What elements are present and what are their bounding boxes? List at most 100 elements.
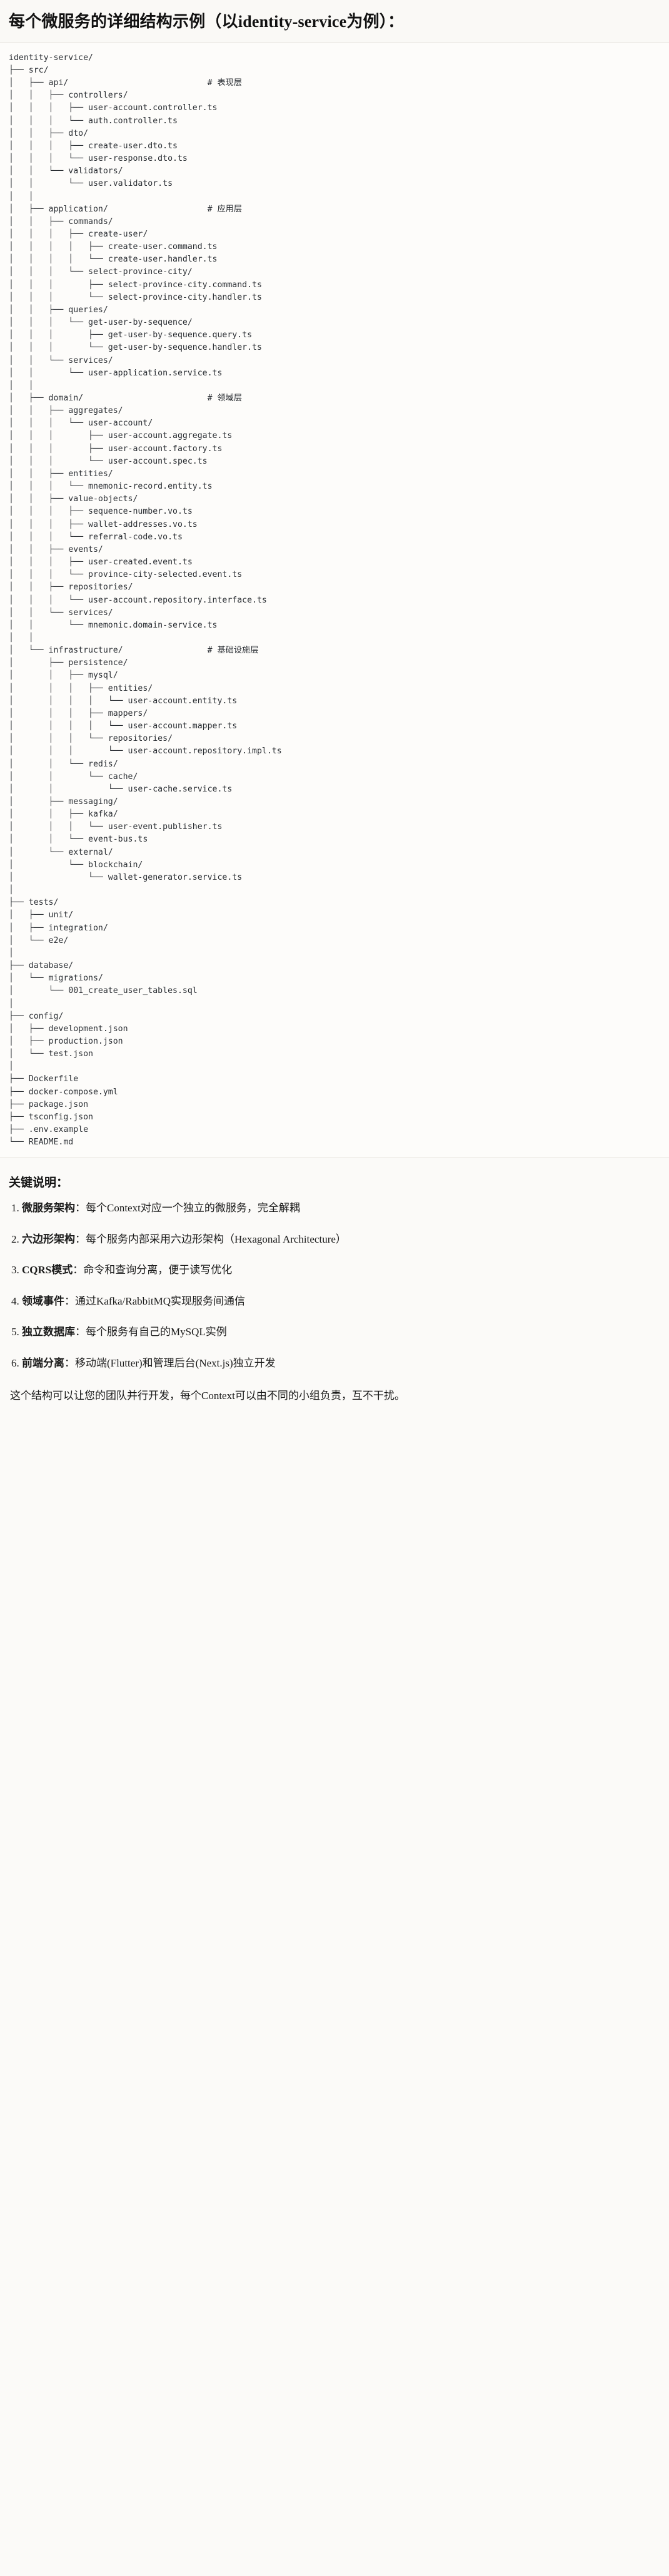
- tree-line: │ │ │ │ └── user-account.mapper.ts: [9, 721, 238, 731]
- tree-line: ├── database/: [9, 961, 74, 971]
- tree-line: │ └── external/: [9, 847, 113, 857]
- tree-line: │ │ │ │ └── create-user.handler.ts: [9, 255, 218, 265]
- tree-line: │ ├── application/ # 应用层: [9, 204, 243, 214]
- tree-line: │ │ │ └── user-account.repository.interf…: [9, 595, 267, 605]
- tree-line: │ ├── unit/: [9, 910, 74, 920]
- tree-line: │ │ ├── dto/: [9, 128, 89, 138]
- directory-tree: identity-service/ ├── src/ │ ├── api/ # …: [9, 52, 663, 1149]
- tree-line: │: [9, 885, 14, 895]
- tree-line: │ │ │ ├── get-user-by-sequence.query.ts: [9, 330, 253, 340]
- key-note-term: 前端分离: [22, 1357, 64, 1369]
- key-note-separator: ：: [75, 1233, 86, 1245]
- tree-line: │ │ │ ├── select-province-city.command.t…: [9, 280, 262, 290]
- tree-line: │ │ └── validators/: [9, 166, 123, 176]
- key-note-separator: ：: [75, 1326, 86, 1338]
- tree-line: │ │ └── services/: [9, 608, 113, 618]
- tree-line: │ │ ├── value-objects/: [9, 494, 138, 504]
- key-notes-heading: 关键说明：: [9, 1176, 69, 1190]
- tree-line: │ │ └── cache/: [9, 771, 138, 781]
- tree-line: │ └── infrastructure/ # 基础设施层: [9, 646, 259, 656]
- key-note-item: 独立数据库：每个服务有自己的MySQL实例: [11, 1324, 660, 1340]
- key-notes-list: 微服务架构：每个Context对应一个独立的微服务，完全解耦六边形架构：每个服务…: [9, 1200, 660, 1371]
- directory-tree-block: identity-service/ ├── src/ │ ├── api/ # …: [0, 43, 669, 1158]
- key-note-description: 每个Context对应一个独立的微服务，完全解耦: [86, 1202, 300, 1214]
- tree-line: │ ├── messaging/: [9, 797, 118, 807]
- tree-line: │ └── test.json: [9, 1049, 93, 1059]
- tree-line: │ │ │ ├── create-user/: [9, 229, 148, 239]
- tree-line-comment: # 应用层: [207, 204, 243, 214]
- tree-line: │ │ └── user-application.service.ts: [9, 368, 223, 378]
- tree-line: │ │ │ ├── entities/: [9, 683, 153, 693]
- tree-line: │ ├── production.json: [9, 1036, 123, 1046]
- tree-line-comment: # 领域层: [207, 394, 243, 404]
- tree-line: │ │ │ ├── user-account.aggregate.ts: [9, 431, 233, 441]
- tree-line: │ │ │ └── auth.controller.ts: [9, 116, 178, 126]
- key-note-description: 命令和查询分离，便于读写优化: [83, 1264, 233, 1276]
- tree-line: │ │ ├── entities/: [9, 469, 113, 479]
- key-note-item: 领域事件：通过Kafka/RabbitMQ实现服务间通信: [11, 1293, 660, 1310]
- tree-line: ├── src/: [9, 65, 49, 75]
- key-note-description: 通过Kafka/RabbitMQ实现服务间通信: [75, 1295, 245, 1307]
- tree-line: │: [9, 948, 14, 958]
- tree-line: ├── config/: [9, 1011, 64, 1021]
- tree-line: │ └── e2e/: [9, 935, 69, 945]
- tree-line: ├── tsconfig.json: [9, 1112, 93, 1122]
- tree-line: │ │ │ └── user-account/: [9, 419, 153, 429]
- tree-line: │ │ │ └── select-province-city.handler.t…: [9, 292, 262, 302]
- tree-line: │ │ ├── commands/: [9, 216, 113, 227]
- tree-line: │ │ │ └── select-province-city/: [9, 267, 193, 277]
- tree-line: │ └── 001_create_user_tables.sql: [9, 986, 198, 996]
- tree-line: │ │ │ └── mnemonic-record.entity.ts: [9, 482, 213, 492]
- key-note-separator: ：: [64, 1357, 75, 1369]
- key-note-description: 每个服务有自己的MySQL实例: [86, 1326, 227, 1338]
- tree-line: │ └── wallet-generator.service.ts: [9, 872, 243, 882]
- tree-line: │ │ ├── kafka/: [9, 810, 118, 820]
- key-note-term: CQRS模式: [22, 1264, 73, 1276]
- key-note-term: 独立数据库: [22, 1326, 75, 1338]
- tree-line: │ │ ├── aggregates/: [9, 406, 123, 416]
- key-note-separator: ：: [73, 1264, 84, 1276]
- tree-line: │ │ │ └── user-event.publisher.ts: [9, 822, 223, 832]
- tree-line: │ │ └── user.validator.ts: [9, 179, 173, 189]
- tree-line: │ │ └── user-cache.service.ts: [9, 784, 233, 794]
- tree-line: │ ├── persistence/: [9, 658, 128, 668]
- tree-line: │ │ │ ├── user-account.factory.ts: [9, 444, 223, 454]
- key-note-item: 前端分离：移动端(Flutter)和管理后台(Next.js)独立开发: [11, 1355, 660, 1372]
- tree-line: │ │ │ ├── sequence-number.vo.ts: [9, 507, 193, 517]
- tree-line: │ ├── api/ # 表现层: [9, 78, 243, 88]
- tree-line: │ │ │ └── repositories/: [9, 734, 173, 744]
- tree-line: │ ├── integration/: [9, 923, 108, 933]
- tree-line: │ │ │ │ └── user-account.entity.ts: [9, 696, 238, 706]
- tree-line: │: [9, 1062, 14, 1072]
- tree-line: │ │ │ └── get-user-by-sequence/: [9, 318, 193, 328]
- page-title: 每个微服务的详细结构示例（以identity-service为例）：: [0, 0, 669, 43]
- tree-line: │ ├── domain/ # 领域层: [9, 394, 243, 404]
- key-note-separator: ：: [64, 1295, 75, 1307]
- tree-line: ├── Dockerfile: [9, 1074, 79, 1084]
- key-note-term: 微服务架构: [22, 1202, 75, 1214]
- tree-line: │ │ ├── mysql/: [9, 671, 118, 681]
- tree-line: │: [9, 999, 14, 1009]
- tree-line: │ │ │ │ ├── create-user.command.ts: [9, 242, 218, 252]
- tree-line: │ │ │ └── referral-code.vo.ts: [9, 532, 183, 542]
- tree-line: │ └── migrations/: [9, 974, 103, 984]
- tree-line: │ │: [9, 191, 34, 201]
- tree-line: │ │ │ └── province-city-selected.event.t…: [9, 570, 243, 580]
- tree-line: ├── .env.example: [9, 1125, 89, 1135]
- key-note-item: 微服务架构：每个Context对应一个独立的微服务，完全解耦: [11, 1200, 660, 1216]
- key-note-term: 六边形架构: [22, 1233, 75, 1245]
- tree-line: │ │ │ ├── user-account.controller.ts: [9, 103, 218, 113]
- key-notes-section: 关键说明： 微服务架构：每个Context对应一个独立的微服务，完全解耦六边形架…: [0, 1158, 669, 1419]
- tree-line: │ │ └── redis/: [9, 759, 118, 769]
- key-note-item: 六边形架构：每个服务内部采用六边形架构（Hexagonal Architectu…: [11, 1231, 660, 1248]
- key-note-term: 领域事件: [22, 1295, 64, 1307]
- key-note-description: 每个服务内部采用六边形架构（Hexagonal Architecture）: [86, 1233, 346, 1245]
- tree-line: │ │ ├── repositories/: [9, 583, 133, 593]
- tree-line: │ │ │ ├── mappers/: [9, 708, 148, 718]
- tree-line: │ │: [9, 633, 34, 643]
- tree-line: │ │ │ └── user-account.repository.impl.t…: [9, 746, 282, 756]
- tree-line: │ │: [9, 380, 34, 390]
- tree-line: │ │ │ ├── user-created.event.ts: [9, 557, 193, 568]
- tree-line: ├── tests/: [9, 898, 59, 908]
- tree-line-comment: # 基础设施层: [207, 646, 259, 656]
